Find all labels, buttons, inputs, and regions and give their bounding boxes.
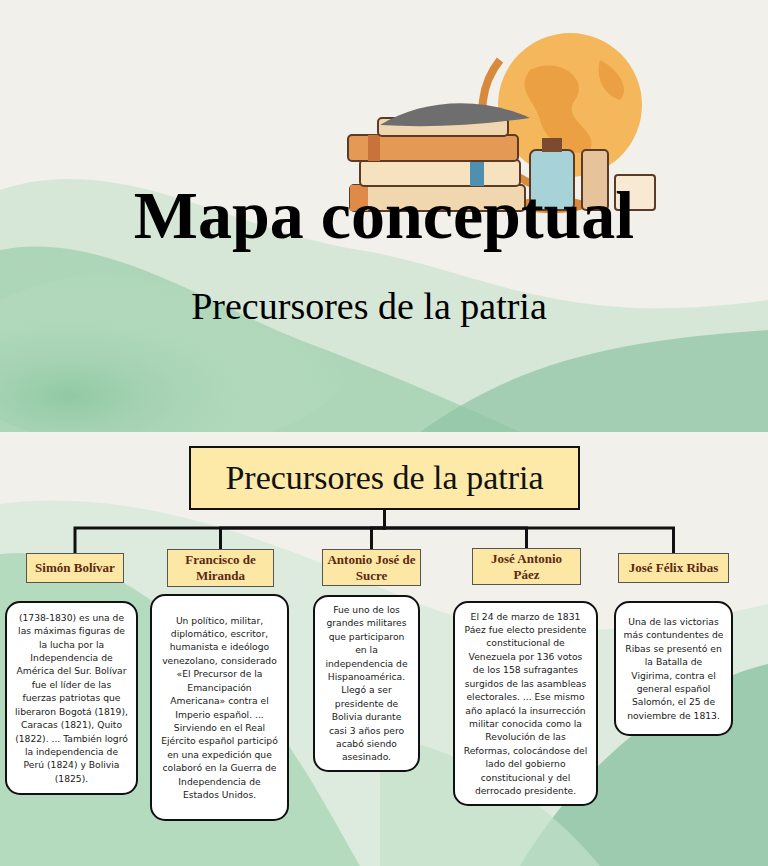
tree-connector	[221, 510, 385, 549]
node-label: José Félix Ribas	[629, 560, 719, 576]
node-text-group: Precursores de la patria	[225, 459, 543, 497]
node-text-group: Fue uno de los grandes militares que par…	[322, 603, 411, 764]
description-text: (1738-1830) es una de las máximas figura…	[14, 611, 129, 785]
description-box: El 24 de marzo de 1831 Páez fue electo p…	[453, 601, 598, 806]
description-text: Fue uno de los grandes militares que par…	[322, 603, 411, 764]
description-text: El 24 de marzo de 1831 Páez fue electo p…	[462, 610, 589, 798]
tree-connector	[75, 510, 385, 553]
slide-title: Mapa conceptual	[0, 178, 768, 253]
tree-connector	[372, 510, 385, 549]
node-text-group: Un político, militar, diplomático, escri…	[159, 614, 280, 802]
node-label: Simón Bolívar	[35, 560, 115, 576]
description-box: Una de las victorias más contundentes de…	[614, 601, 733, 736]
node-text-group: Simón Bolívar	[35, 560, 115, 576]
node-text-group: Una de las victorias más contundentes de…	[623, 615, 724, 722]
description-box: (1738-1830) es una de las máximas figura…	[5, 601, 138, 795]
description-box: Fue uno de los grandes militares que par…	[313, 595, 420, 772]
title-slide: Mapa conceptual Precursores de la patria	[0, 0, 768, 432]
name-box: José Antonio Páez	[472, 548, 581, 585]
tree-connector	[385, 510, 674, 553]
node-text-group: (1738-1830) es una de las máximas figura…	[14, 611, 129, 785]
node-label: Francisco de Miranda	[172, 552, 269, 583]
node-label: Precursores de la patria	[225, 459, 543, 497]
name-box: Simón Bolívar	[26, 553, 124, 583]
name-box: Antonio José de Sucre	[322, 549, 421, 586]
name-box: José Félix Ribas	[618, 553, 729, 583]
description-text: Una de las victorias más contundentes de…	[623, 615, 724, 722]
name-box: Francisco de Miranda	[167, 549, 274, 587]
description-text: Un político, militar, diplomático, escri…	[159, 614, 280, 802]
node-label: José Antonio Páez	[477, 551, 576, 582]
node-text-group: El 24 de marzo de 1831 Páez fue electo p…	[462, 610, 589, 798]
node-text-group: Antonio José de Sucre	[327, 552, 416, 583]
node-text-group: José Félix Ribas	[629, 560, 719, 576]
description-box: Un político, militar, diplomático, escri…	[150, 594, 289, 821]
node-text-group: José Antonio Páez	[477, 551, 576, 582]
node-text-group: Francisco de Miranda	[172, 552, 269, 583]
root-box: Precursores de la patria	[189, 446, 580, 510]
slide-subtitle: Precursores de la patria	[0, 286, 768, 328]
node-label: Antonio José de Sucre	[327, 552, 416, 583]
